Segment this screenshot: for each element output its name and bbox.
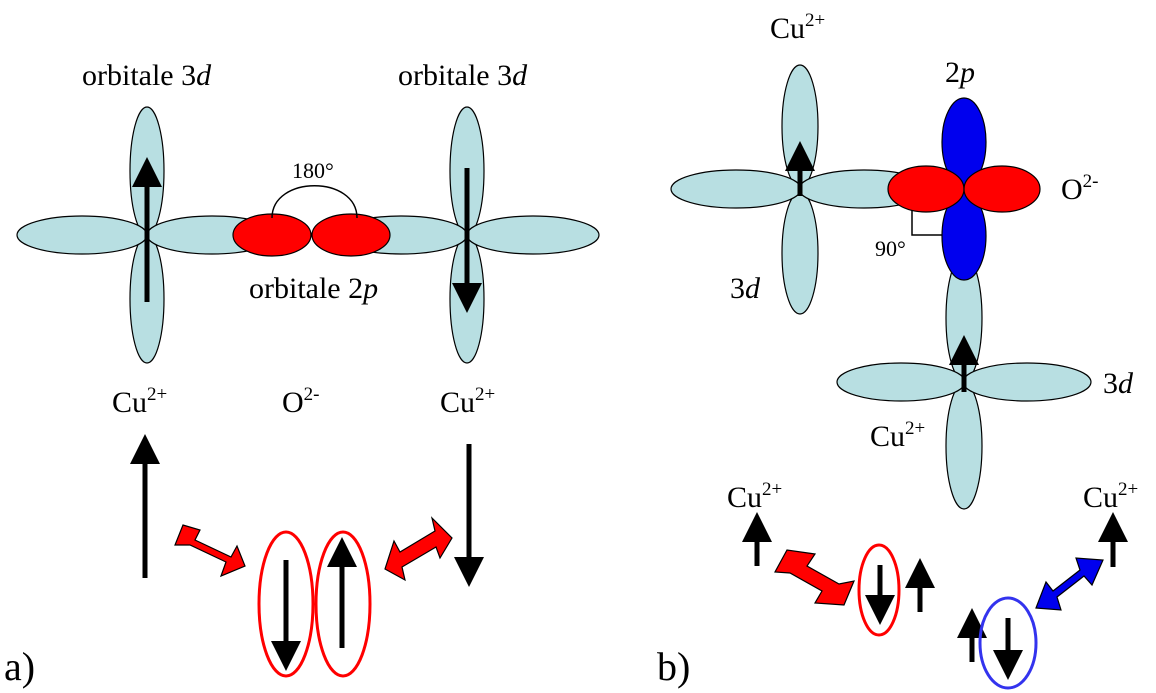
orbital-label-2p: orbitale 2p bbox=[249, 272, 378, 305]
angle-label-90: 90° bbox=[875, 236, 906, 261]
panel-b: Cu2+ 2p O2- 90° 3d 3d Cu2+ Cu2+ Cu2+ b) bbox=[657, 10, 1138, 690]
ion-label-cu-right: Cu2+ bbox=[440, 384, 495, 419]
exchange-double-arrow-blue-b bbox=[1035, 557, 1104, 611]
ion-label-cu-left: Cu2+ bbox=[112, 384, 167, 419]
d-orbital-top-cu bbox=[670, 64, 930, 315]
p-orbital-oxygen-horizontal bbox=[887, 165, 1041, 213]
electron-ellipse-down bbox=[257, 530, 315, 678]
ion-label-o: O2- bbox=[282, 384, 320, 419]
spin-label-cu-right: Cu2+ bbox=[1083, 479, 1138, 514]
orbital-label-2p-b: 2p bbox=[945, 56, 975, 89]
angle-label-180: 180° bbox=[292, 158, 334, 183]
p-orbital-oxygen-vertical bbox=[941, 97, 987, 281]
p-orbital-oxygen bbox=[232, 213, 391, 257]
electron-ellipse-up bbox=[314, 530, 372, 678]
orbital-label-left: orbitale 3d bbox=[82, 59, 212, 92]
ion-label-cu-top: Cu2+ bbox=[770, 10, 825, 45]
exchange-double-arrow-right bbox=[384, 516, 453, 582]
ion-label-o-b: O2- bbox=[1061, 171, 1099, 206]
electron-ellipse-red bbox=[857, 543, 901, 637]
panel-label-b: b) bbox=[657, 644, 690, 689]
spin-label-cu-left: Cu2+ bbox=[727, 479, 782, 514]
ion-label-cu-bottom: Cu2+ bbox=[870, 418, 925, 453]
angle-marker-90 bbox=[911, 210, 942, 236]
orbital-label-3d-top: 3d bbox=[730, 272, 761, 305]
panel-a: orbitale 3d orbitale 3d 180° orbitale 2p… bbox=[4, 59, 600, 689]
panel-label-a: a) bbox=[4, 644, 35, 689]
angle-arc-180 bbox=[271, 185, 358, 219]
exchange-double-arrow-left bbox=[174, 524, 246, 578]
orbital-label-3d-right: 3d bbox=[1103, 367, 1134, 400]
exchange-double-arrow-red-b bbox=[774, 549, 855, 606]
orbital-label-right: orbitale 3d bbox=[398, 59, 528, 92]
electron-ellipse-blue bbox=[978, 596, 1038, 690]
